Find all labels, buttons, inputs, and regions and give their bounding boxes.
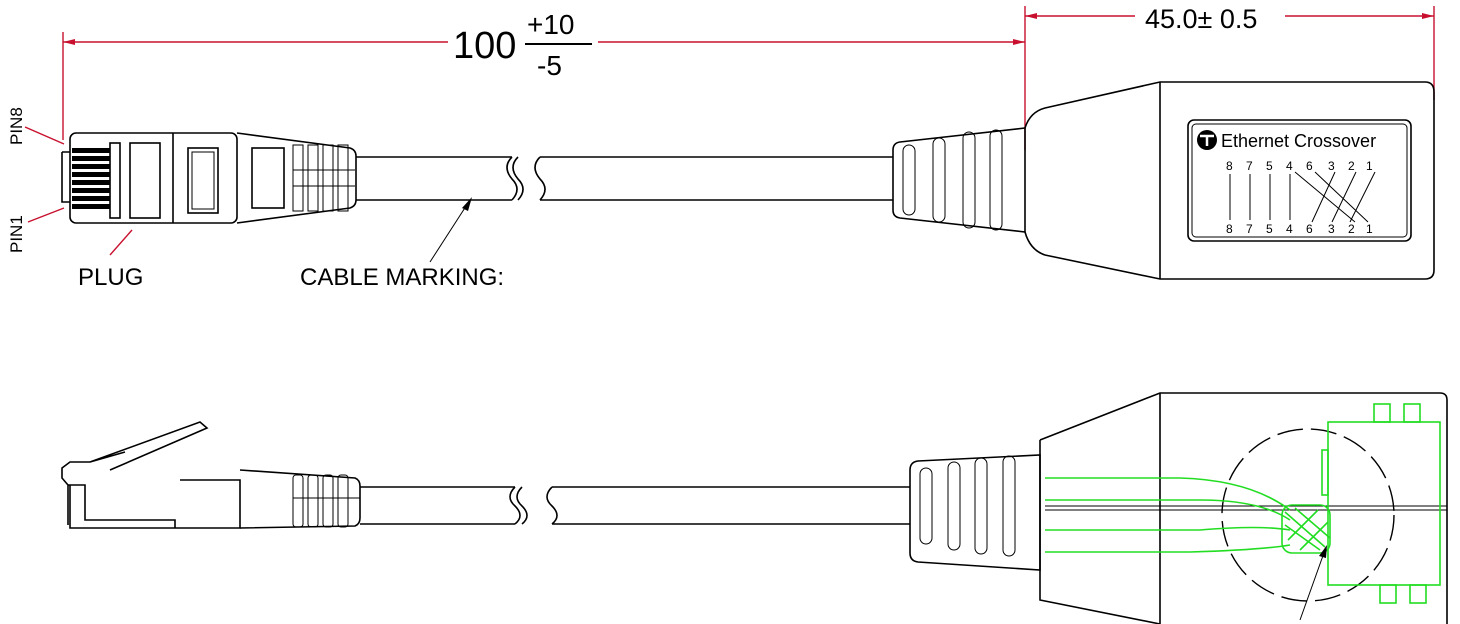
length-dimension: 100 +10 -5	[62, 9, 1025, 140]
plug-top-view	[61, 132, 357, 224]
boot-rib	[307, 474, 319, 528]
pin-bottom-2: 2	[1348, 222, 1355, 236]
boot-rib	[292, 474, 304, 528]
contact-pin	[72, 204, 110, 209]
cable-top-view	[356, 156, 893, 201]
relief-rib	[947, 461, 961, 551]
housing-top-view	[892, 81, 1435, 280]
relief-rib	[974, 457, 988, 555]
pin-top-6: 6	[1306, 159, 1313, 173]
pin-top-2: 2	[1348, 159, 1355, 173]
cable-side-view	[360, 486, 910, 525]
pin-bottom-7: 7	[1246, 222, 1253, 236]
pin-top-7: 7	[1246, 159, 1253, 173]
length-minus-tolerance: -5	[537, 50, 562, 81]
boot-rib	[337, 144, 349, 212]
pin-bottom-1: 1	[1366, 222, 1373, 236]
pin-top-4: 4	[1286, 159, 1293, 173]
length-nominal: 100	[453, 25, 516, 67]
housing-length: 45.0± 0.5	[1145, 4, 1257, 34]
relief-rib	[902, 144, 916, 216]
contact-pin	[72, 188, 110, 193]
pin8-label: PIN8	[7, 107, 26, 145]
boot-rib	[322, 144, 334, 212]
pin-bottom-8: 8	[1226, 222, 1233, 236]
boot-rib	[307, 144, 319, 212]
contact-pin	[72, 148, 110, 153]
relief-rib	[919, 467, 933, 545]
pin8-leader	[24, 126, 65, 145]
cable-marking-leader	[429, 199, 471, 263]
pin1-label: PIN1	[7, 215, 26, 253]
relief-rib	[962, 131, 976, 229]
plug-leader	[109, 229, 133, 256]
pin-bottom-5: 5	[1266, 222, 1273, 236]
plug-side-view	[61, 421, 361, 529]
contact-pin	[72, 180, 110, 185]
pin-bottom-3: 3	[1328, 222, 1335, 236]
length-plus-tolerance: +10	[527, 9, 575, 40]
contact-pin	[72, 164, 110, 169]
label-title: Ethernet Crossover	[1221, 131, 1376, 151]
contact-pin	[72, 196, 110, 201]
boot-rib	[337, 474, 349, 528]
pin-bottom-6: 6	[1306, 222, 1313, 236]
boot-rib	[322, 474, 334, 528]
pin-top-8: 8	[1226, 159, 1233, 173]
pin-bottom-4: 4	[1286, 222, 1293, 236]
housing-dimension: 45.0± 0.5	[1024, 4, 1435, 150]
relief-rib	[1002, 455, 1016, 557]
cable-marking-label: CABLE MARKING:	[300, 264, 504, 291]
pin-top-5: 5	[1266, 159, 1273, 173]
contact-pin	[72, 172, 110, 177]
pin-top-3: 3	[1328, 159, 1335, 173]
plug-label: PLUG	[78, 264, 143, 291]
pin-top-1: 1	[1366, 159, 1373, 173]
contact-pin	[72, 156, 110, 161]
relief-rib	[989, 129, 1003, 231]
boot-rib	[292, 144, 304, 212]
detail-circle	[1221, 428, 1395, 602]
pin1-leader	[27, 207, 65, 223]
relief-rib	[932, 137, 946, 223]
housing-side-view	[909, 392, 1448, 624]
